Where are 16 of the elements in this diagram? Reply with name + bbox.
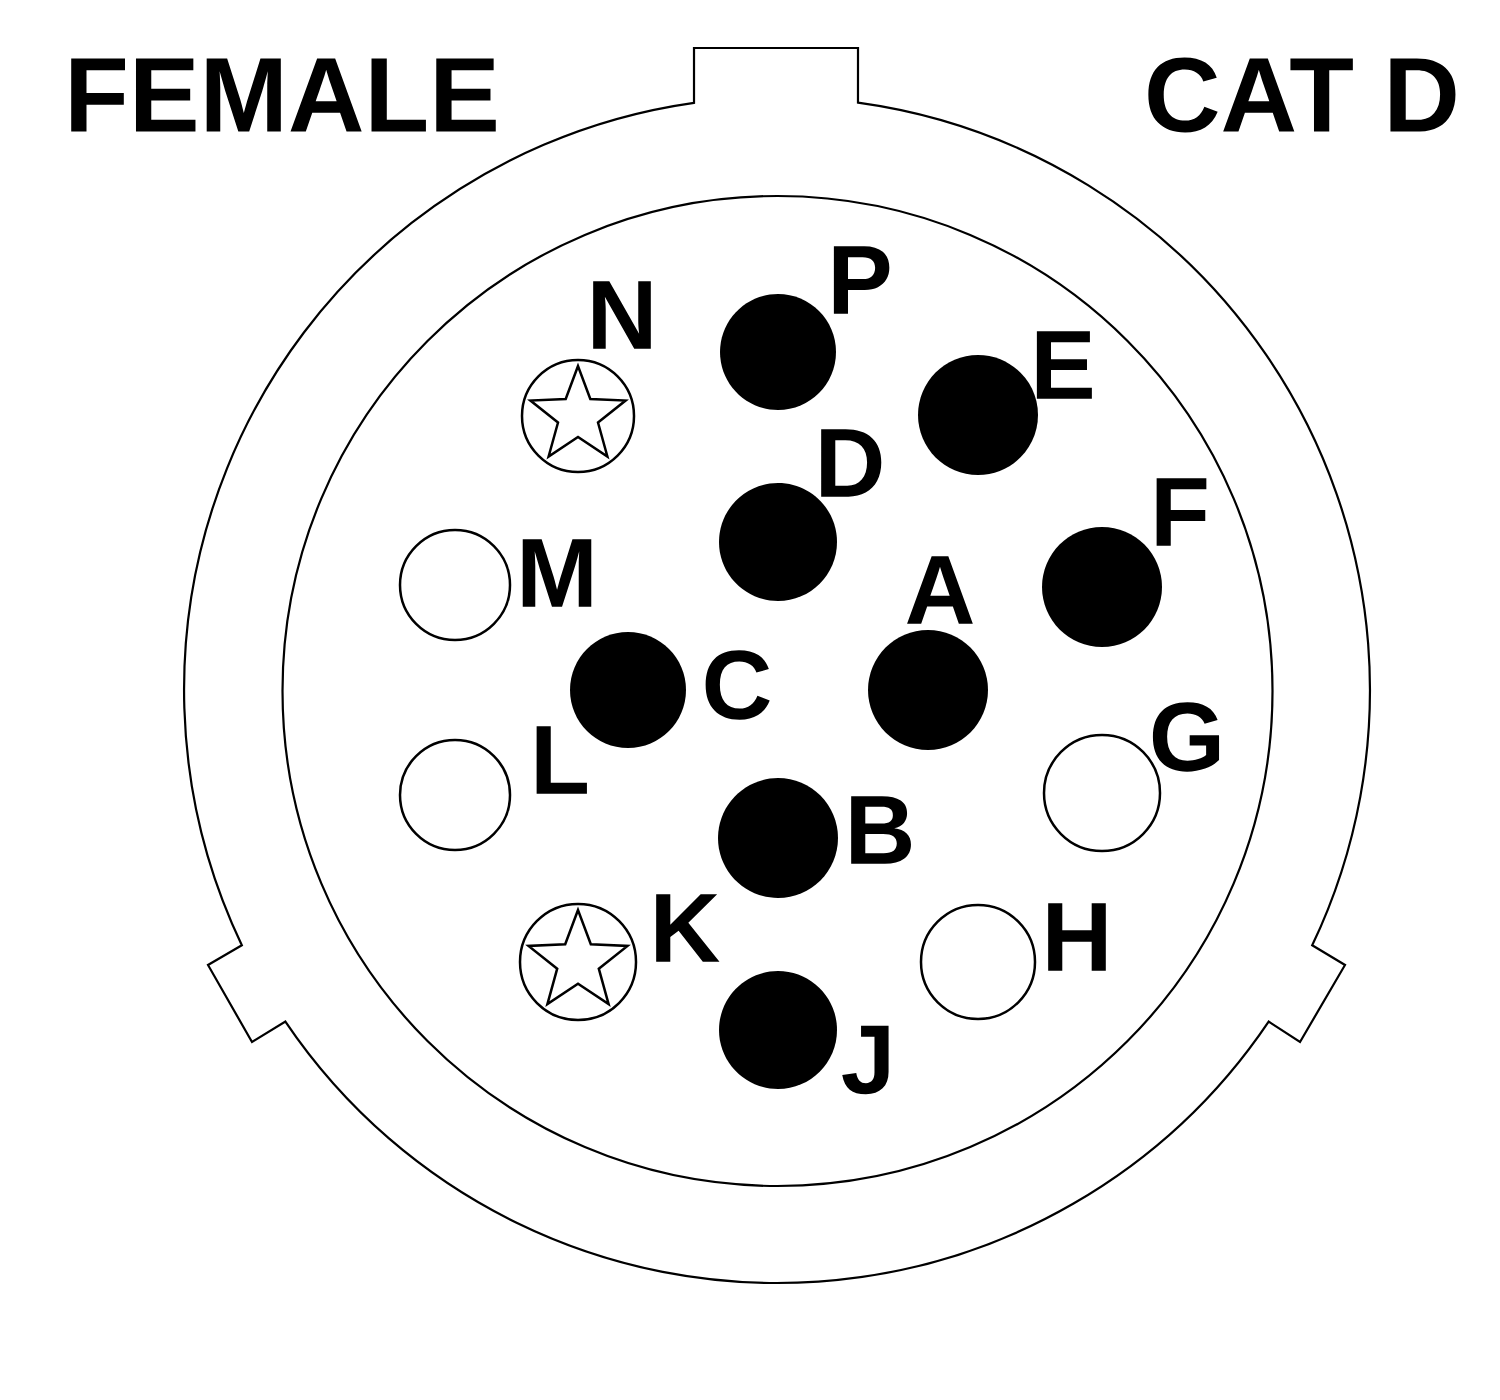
pin-letter: F xyxy=(1156,478,1207,546)
pin-letter: D xyxy=(821,429,882,497)
pin-letter: P xyxy=(833,246,890,314)
pin-letter: C xyxy=(705,650,770,720)
heading: CAT D xyxy=(1148,57,1456,133)
pin-letter: J xyxy=(842,1025,889,1095)
pin-letter: L xyxy=(536,726,587,794)
pin-letter: K xyxy=(656,894,720,962)
pin-letter: M xyxy=(522,539,592,607)
pin-letter: B xyxy=(851,796,911,864)
pin-letter: H xyxy=(1048,903,1106,971)
pin-letter: N xyxy=(593,281,651,349)
heading: FEMALE xyxy=(71,58,496,132)
pin-letter: E xyxy=(1036,331,1092,399)
pin-letter: A xyxy=(907,556,973,624)
pin-letter: G xyxy=(1152,702,1220,772)
